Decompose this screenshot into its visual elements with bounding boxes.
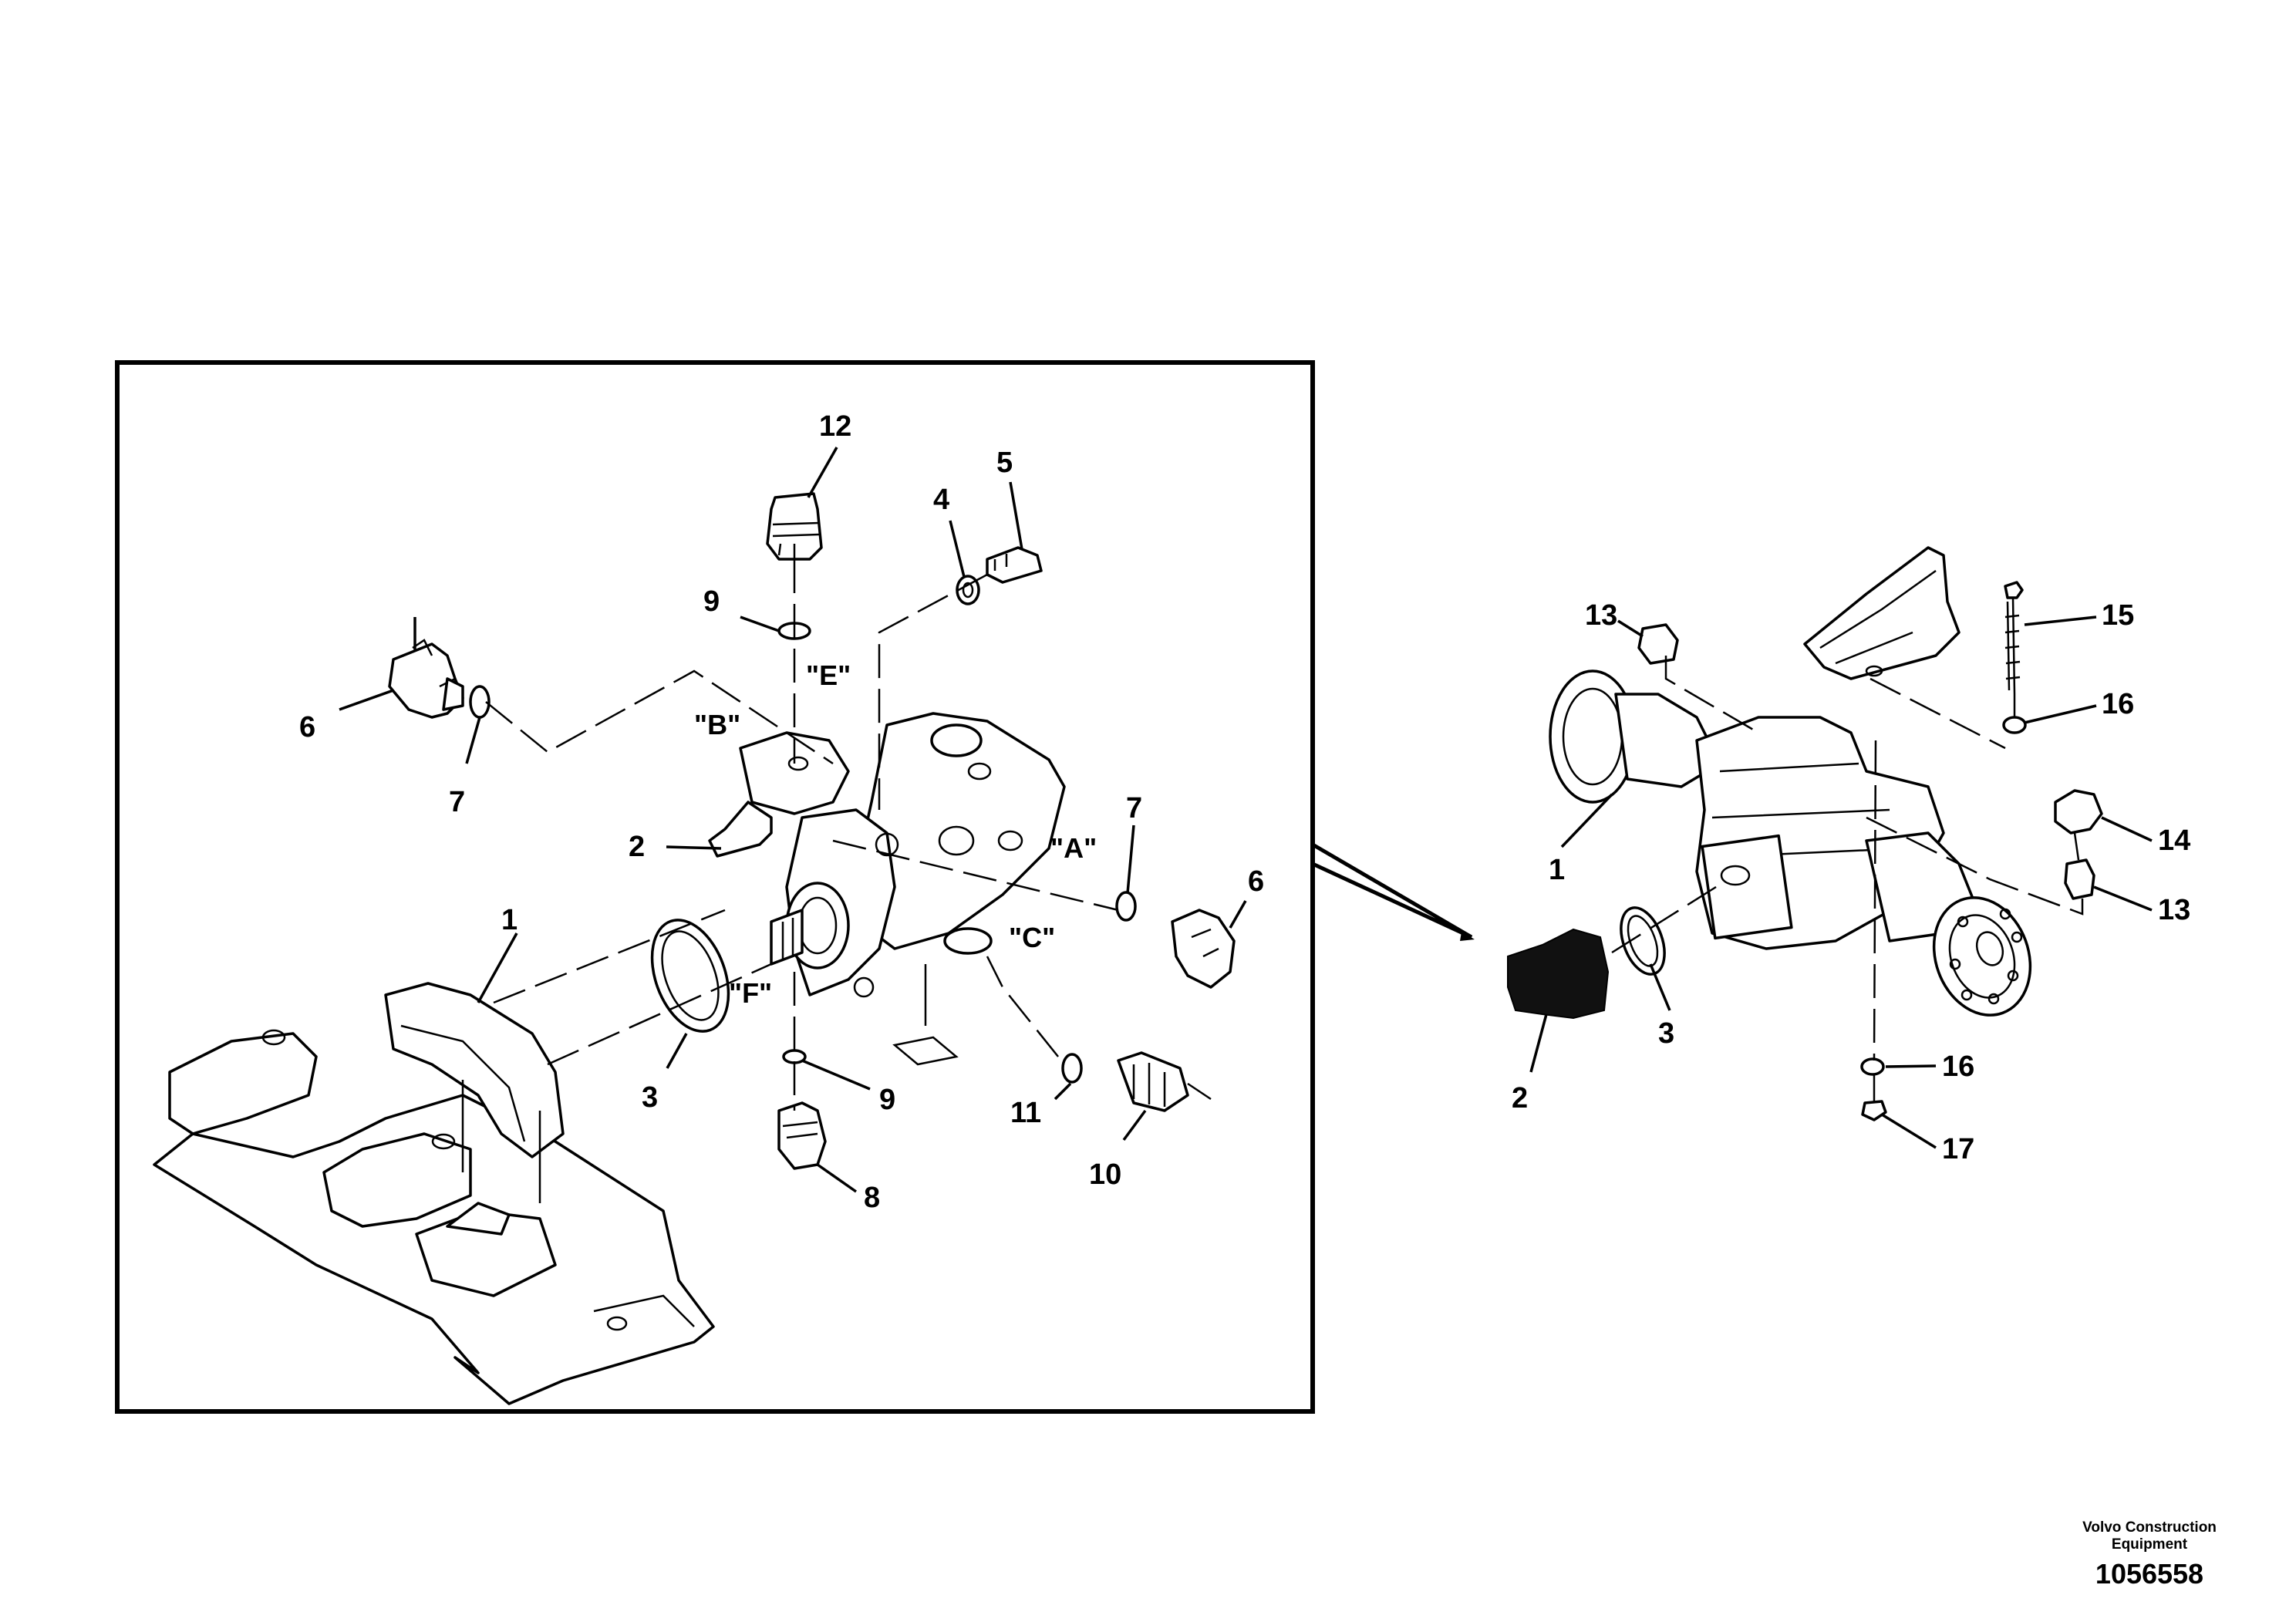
o-ring-part — [650, 919, 730, 1033]
overview-callout-3: 3 — [1658, 1017, 1674, 1050]
overview-callout-16-top: 16 — [2102, 688, 2134, 720]
leader-lines-overview — [1529, 615, 2153, 1149]
callout-1: 1 — [501, 904, 518, 936]
overview-callout-1: 1 — [1549, 854, 1565, 886]
detail-view-frame — [115, 360, 1315, 1414]
port-label-a: "A" — [1050, 832, 1097, 864]
axle-assembly-overview — [1549, 546, 2032, 1017]
callout-11: 11 — [1010, 1097, 1041, 1129]
sensor-10 — [1117, 1051, 1189, 1112]
callout-8: 8 — [864, 1182, 880, 1214]
callout-5: 5 — [996, 447, 1013, 479]
callout-10: 10 — [1089, 1158, 1121, 1191]
overview-callout-14: 14 — [2158, 824, 2190, 857]
overview-callout-15: 15 — [2102, 599, 2134, 632]
elbow-fitting-6-right — [1171, 909, 1236, 989]
elbow-fitting-8 — [777, 1101, 827, 1170]
port-label-f: "F" — [729, 977, 772, 1009]
leader-lines-detail — [339, 447, 1247, 1193]
axle-housing-part — [153, 982, 715, 1405]
callout-3: 3 — [642, 1081, 658, 1114]
detail-pointer — [1311, 842, 1473, 939]
oring-7-right — [1115, 891, 1137, 922]
callout-6-right: 6 — [1248, 865, 1264, 898]
bolt-5 — [986, 546, 1043, 584]
overview-callout-2: 2 — [1512, 1082, 1528, 1114]
overview-callouts: 13 15 16 14 13 1 3 2 16 17 — [1512, 599, 2190, 1165]
hydraulic-pump-part — [708, 712, 1066, 998]
port-labels: "E" "B" "A" "C" "F" — [694, 659, 1097, 1009]
overview-callout-13-top: 13 — [1585, 599, 1617, 632]
callout-12: 12 — [819, 410, 851, 443]
document-number: 1056558 — [2095, 1558, 2204, 1590]
overview-parts — [1507, 581, 2103, 1121]
port-label-b: "B" — [694, 709, 740, 740]
port-label-e: "E" — [806, 659, 851, 691]
detail-callouts: 12 5 4 9 6 7 2 7 6 1 3 9 11 10 8 — [299, 410, 1264, 1214]
assembly-lines-detail — [485, 559, 1212, 1111]
document-footer: Volvo Construction Equipment 1056558 — [2034, 1519, 2265, 1590]
callout-7-left: 7 — [449, 786, 465, 818]
callout-6-left: 6 — [299, 711, 315, 744]
brand-line-1: Volvo Construction — [2082, 1519, 2217, 1536]
overview-callout-17: 17 — [1942, 1133, 1974, 1165]
oring-11 — [1061, 1053, 1083, 1084]
overview-callout-16-bottom: 16 — [1942, 1050, 1974, 1083]
callout-9-bottom: 9 — [879, 1084, 895, 1116]
brand-line-2: Equipment — [2111, 1536, 2188, 1553]
assembly-lines-overview — [1611, 656, 2084, 1103]
callout-7-right: 7 — [1126, 792, 1142, 824]
elbow-fitting-6-left — [388, 639, 464, 719]
fitting-12 — [766, 492, 823, 561]
overview-callout-13-right: 13 — [2158, 894, 2190, 926]
port-label-c: "C" — [1009, 922, 1055, 953]
callout-4: 4 — [933, 484, 949, 516]
callout-9-top: 9 — [703, 585, 720, 618]
callout-2: 2 — [629, 831, 645, 863]
